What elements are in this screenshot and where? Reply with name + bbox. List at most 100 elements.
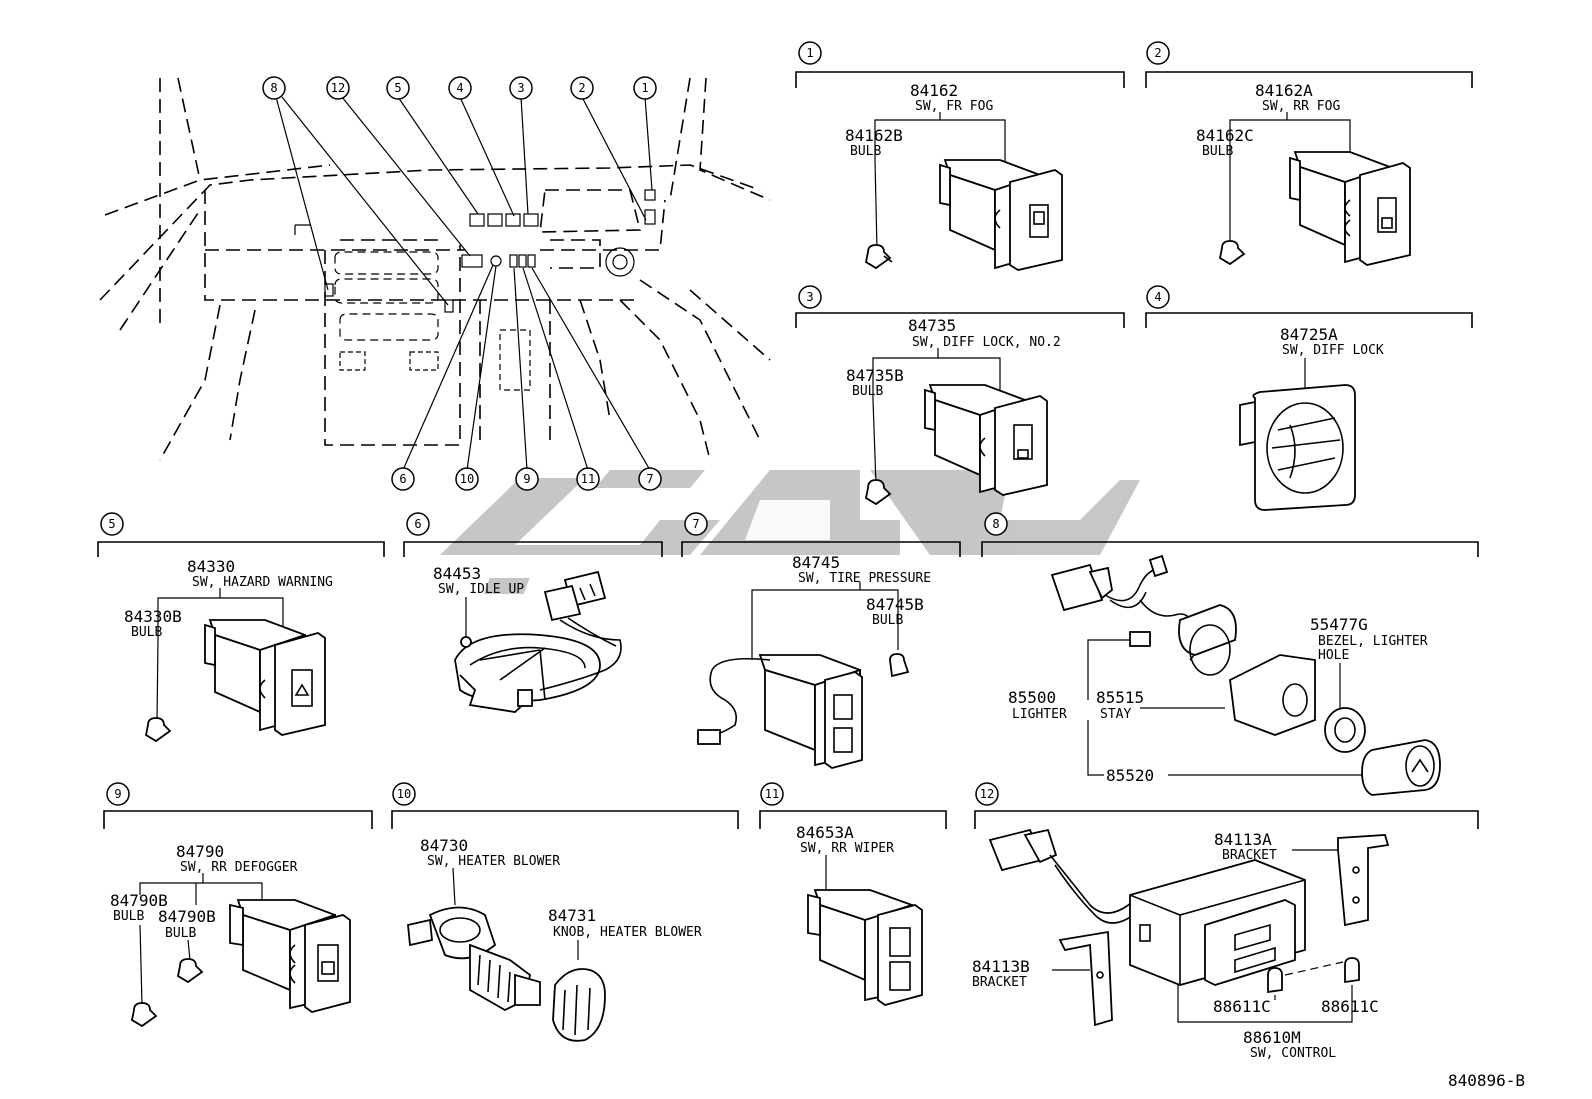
section-12: 12 84113A BRACKET 84113B BRACKET 88611C … [972,782,1479,1061]
section-9: 9 84790 SW, RR DEFOGGER 84790B BULB 8479… [103,782,373,1028]
part-desc: SW, TIRE PRESSURE [798,571,931,586]
part-desc: BULB [850,144,881,159]
part-number: 84453 [433,564,481,583]
part-desc: BULB [165,926,196,941]
callout-label: 3 [517,81,524,95]
part-number: 88610M [1243,1028,1301,1047]
section-number: 10 [397,787,411,801]
section-number: 12 [980,787,994,801]
part-desc: BULB [131,625,162,640]
part-number: 84162 [910,81,958,100]
part-desc: SW, DIFF LOCK [1282,343,1384,358]
part-number: 84790 [176,842,224,861]
callout-6: 6 [391,467,415,491]
part-desc: BULB [872,613,903,628]
part-desc: BULB [1202,144,1233,159]
section-8: 8 55477G BEZEL, LIGHTER HOLE 85500 LIGHT… [981,512,1479,796]
overview-callouts: 8 12 5 4 3 2 1 6 10 9 11 7 [262,76,662,491]
section-number: 2 [1154,46,1161,60]
part-number: 84113A [1214,830,1272,849]
part-desc: SW, RR WIPER [800,841,894,856]
part-desc: KNOB, HEATER BLOWER [553,925,702,940]
callout-8: 8 [262,76,286,100]
part-desc: SW, DIFF LOCK, NO.2 [912,335,1061,350]
section-11: 11 84653A SW, RR WIPER [759,782,947,1006]
section-number: 11 [765,787,779,801]
callout-3: 3 [509,76,533,100]
section-number: 6 [414,517,421,531]
part-number: 84162A [1255,81,1313,100]
section-7: 7 84745 SW, TIRE PRESSURE 84745B BULB [681,512,961,769]
watermark-logo [440,470,1140,594]
callout-4: 4 [448,76,472,100]
section-4: 4 84725A SW, DIFF LOCK [1145,285,1473,511]
part-number: 85500 [1008,688,1056,707]
part-number: 88611C [1213,997,1271,1016]
part-desc: BEZEL, LIGHTER [1318,634,1428,649]
part-number: 85515 [1096,688,1144,707]
section-3: 3 84735 SW, DIFF LOCK, NO.2 84735B BULB [795,285,1125,506]
callout-label: 5 [394,81,401,95]
section-number: 7 [692,517,699,531]
part-number: 84113B [972,957,1030,976]
part-number: 84731 [548,906,596,925]
part-number: 84790B [110,891,168,910]
part-desc: SW, RR DEFOGGER [180,860,298,875]
part-number: 84330B [124,607,182,626]
part-number: 84745B [866,595,924,614]
part-number: 84330 [187,557,235,576]
part-desc-line2: HOLE [1318,648,1349,663]
callout-11: 11 [576,467,600,491]
callout-12: 12 [326,76,350,100]
section-number: 4 [1154,290,1161,304]
part-desc: SW, CONTROL [1250,1046,1336,1061]
callout-label: 11 [581,472,595,486]
callout-label: 12 [331,81,345,95]
callout-label: 4 [456,81,463,95]
diagram-code: 840896-B [1448,1071,1525,1090]
section-number: 5 [108,517,115,531]
part-desc: SW, HAZARD WARNING [192,575,333,590]
overview-leaders [275,96,653,471]
part-desc: BRACKET [1222,848,1277,863]
callout-label: 10 [460,472,474,486]
section-number: 1 [806,46,813,60]
part-desc: BULB [113,909,144,924]
part-number: 85520 [1106,766,1154,785]
part-number: 55477G [1310,615,1368,634]
callout-5: 5 [386,76,410,100]
callout-label: 8 [270,81,277,95]
section-1: 1 84162 SW, FR FOG 84162B BULB [795,41,1125,271]
part-number: 84653A [796,823,854,842]
part-number: 84730 [420,836,468,855]
part-number: 84735B [846,366,904,385]
part-desc: SW, RR FOG [1262,99,1340,114]
callout-9: 9 [515,467,539,491]
part-number: 84162B [845,126,903,145]
section-number: 9 [114,787,121,801]
part-number: 88611C [1321,997,1379,1016]
part-number: 84745 [792,553,840,572]
part-number: 84725A [1280,325,1338,344]
callout-label: 9 [523,472,530,486]
dashboard-overview [99,77,771,461]
section-10: 10 84730 SW, HEATER BLOWER 84731 KNOB, H… [391,782,739,1042]
callout-7: 7 [638,467,662,491]
part-desc: SW, IDLE UP [438,582,524,597]
part-number: 84790B [158,907,216,926]
callout-2: 2 [570,76,594,100]
section-number: 8 [992,517,999,531]
part-desc: BRACKET [972,975,1027,990]
part-desc: SW, FR FOG [915,99,993,114]
part-number: 84735 [908,316,956,335]
callout-label: 2 [578,81,585,95]
part-number: 84162C [1196,126,1254,145]
section-6: 6 84453 SW, IDLE UP [403,512,663,713]
part-desc: STAY [1100,707,1131,722]
part-desc: LIGHTER [1012,707,1067,722]
part-desc: BULB [852,384,883,399]
section-2: 2 84162A SW, RR FOG 84162C BULB [1145,41,1473,266]
callout-10: 10 [455,467,479,491]
